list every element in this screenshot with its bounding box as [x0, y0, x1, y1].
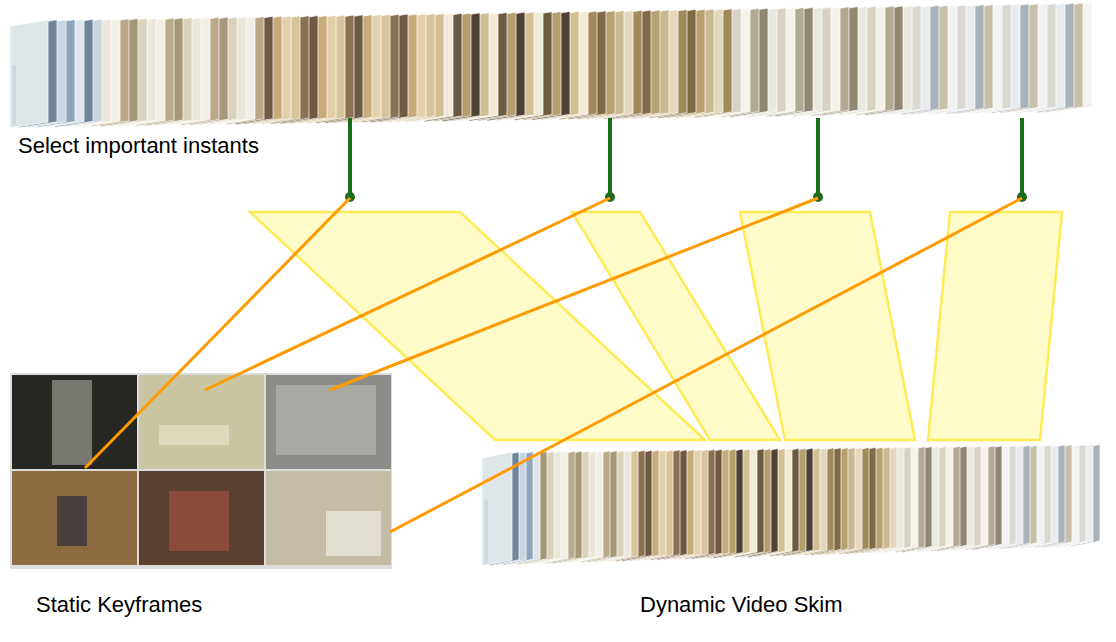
grid-ground [10, 373, 392, 569]
instant-marker [1017, 118, 1027, 202]
leader-line [390, 198, 1022, 532]
frame-detail [12, 65, 16, 126]
keyframe-thumbnail [12, 375, 137, 469]
thumbnail-image [139, 375, 264, 469]
video-frames [10, 3, 1092, 128]
mapping-band [250, 212, 1062, 440]
caption-label: Select important instants [18, 133, 259, 159]
thumbnail-detail [276, 385, 376, 455]
thumbnail-detail [52, 380, 92, 465]
keyframe-thumbnail [139, 471, 264, 565]
leader-line [85, 198, 1022, 532]
thumbnail-detail [159, 425, 229, 445]
marker-line [1020, 118, 1024, 196]
thumbnail-image [266, 375, 391, 469]
thumbnail-detail [326, 511, 381, 556]
video-frame [10, 20, 48, 128]
thumbnail-image [266, 471, 391, 565]
keyframe-grid [10, 373, 392, 569]
mapping-band [740, 212, 915, 440]
thumbnail-detail [57, 496, 87, 546]
thumbnail-image [12, 471, 137, 565]
marker-line [348, 118, 352, 196]
thumbnail-detail [169, 491, 229, 551]
keyframe-thumbnail [12, 471, 137, 565]
keyframe-thumbnail [266, 375, 391, 469]
instant-marker [345, 118, 1027, 202]
leader-line [330, 198, 818, 390]
leader-line [85, 198, 350, 468]
keyframe-thumbnail [139, 375, 264, 469]
video-skim-frames [482, 444, 1100, 566]
keyframe-thumbnail [266, 471, 391, 565]
thumbnail-image [139, 471, 264, 565]
leader-line [205, 198, 610, 390]
frame-face [10, 20, 48, 128]
thumbnail-image [12, 375, 137, 469]
marker-line [816, 118, 820, 196]
instant-marker [813, 118, 823, 202]
frame-detail [484, 500, 488, 564]
mapping-band [928, 212, 1062, 440]
instant-marker [605, 118, 615, 202]
caption-label: Dynamic Video Skim [640, 592, 843, 618]
instant-marker [345, 118, 355, 202]
caption-label: Static Keyframes [36, 592, 202, 618]
marker-line [608, 118, 612, 196]
